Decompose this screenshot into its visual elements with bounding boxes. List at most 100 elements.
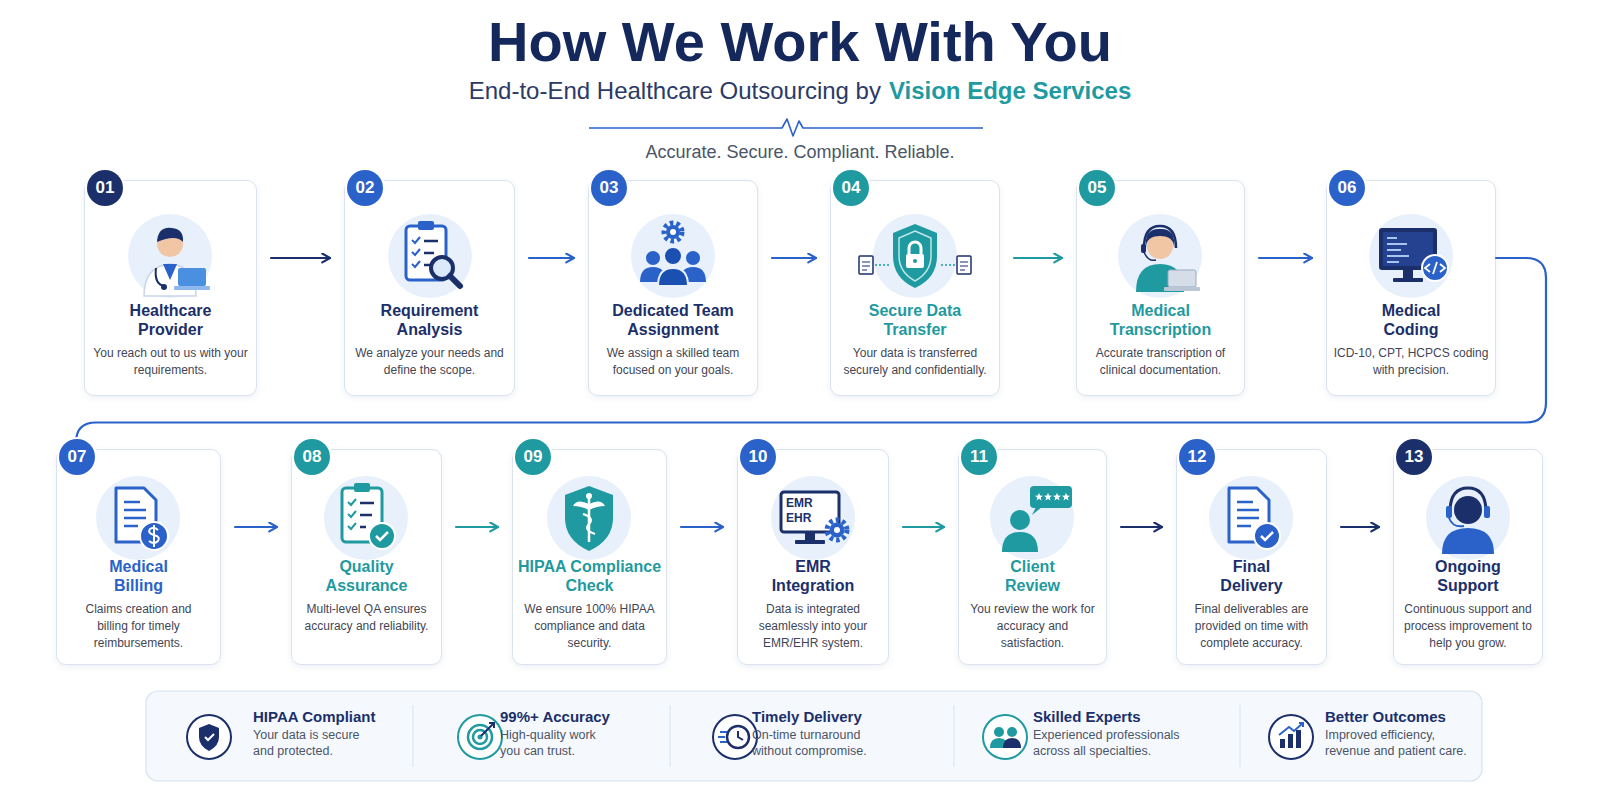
feature-band bbox=[146, 691, 1482, 781]
step-description: Your data is transferred securely and co… bbox=[836, 345, 994, 379]
step-heading: Quality Assurance bbox=[313, 557, 421, 595]
icon-part bbox=[1280, 739, 1285, 748]
flow-arrow bbox=[456, 526, 498, 528]
icon-part bbox=[960, 262, 968, 270]
heartbeat-divider bbox=[589, 119, 983, 136]
icon-part bbox=[913, 259, 917, 263]
process-box: Medical CodingICD-10, CPT, HCPCS coding … bbox=[1326, 180, 1496, 396]
icon-part bbox=[128, 214, 212, 298]
diagram-title: How We Work With You bbox=[0, 10, 1600, 74]
callout-number: 11 bbox=[961, 439, 997, 475]
icon-part bbox=[795, 540, 825, 544]
flow-arrow bbox=[681, 526, 723, 528]
icon-part bbox=[149, 525, 159, 547]
step-description: Data is integrated seamlessly into your … bbox=[743, 601, 883, 652]
process-box: EMR IntegrationData is integrated seamle… bbox=[737, 449, 889, 665]
icon-part bbox=[360, 503, 374, 527]
icon-part bbox=[1425, 262, 1445, 274]
icon-part bbox=[859, 256, 873, 274]
icon-part bbox=[1062, 493, 1070, 501]
feature-heading: Better Outcomes bbox=[1325, 708, 1495, 726]
client-review-icon bbox=[990, 476, 1074, 560]
flow-arrow bbox=[903, 526, 944, 528]
icon-part bbox=[1296, 730, 1301, 748]
quality-icon bbox=[324, 476, 408, 560]
step-description: We ensure 100% HIPAA compliance and data… bbox=[516, 601, 664, 652]
icon-part bbox=[342, 488, 382, 542]
step-description: You review the work for accuracy and sat… bbox=[965, 601, 1101, 652]
icon-part bbox=[589, 119, 983, 136]
flow-arrow bbox=[76, 258, 1546, 449]
process-box: HIPAA Compliance CheckWe ensure 100% HIP… bbox=[512, 449, 667, 665]
flow-arrow bbox=[1014, 257, 1062, 259]
icon-part bbox=[1164, 287, 1200, 291]
icon-part bbox=[431, 257, 453, 279]
icon-part bbox=[406, 226, 446, 280]
icon-part bbox=[144, 264, 196, 296]
icon-part bbox=[586, 493, 592, 499]
step-heading: Healthcare Provider bbox=[116, 301, 226, 339]
icon-part bbox=[1035, 493, 1043, 501]
icon-part bbox=[174, 286, 210, 290]
callout-number: 08 bbox=[294, 439, 330, 475]
icon-part bbox=[583, 514, 595, 534]
code-monitor-icon bbox=[1369, 214, 1453, 298]
icon-part bbox=[146, 691, 1482, 781]
icon-part bbox=[670, 229, 676, 235]
icon-part bbox=[473, 730, 487, 744]
icon-part bbox=[199, 724, 219, 751]
icon-part bbox=[369, 523, 395, 549]
icon-part bbox=[573, 501, 605, 510]
flow-arrow bbox=[772, 257, 816, 259]
process-box: Secure Data TransferYour data is transfe… bbox=[830, 180, 1000, 396]
step-heading: Ongoing Support bbox=[1414, 557, 1522, 595]
icon-part bbox=[458, 715, 502, 759]
icon-part bbox=[875, 264, 955, 266]
icon-part bbox=[1426, 476, 1510, 560]
icon-part bbox=[1393, 278, 1423, 282]
icon-part bbox=[205, 734, 214, 740]
icon-part bbox=[1446, 506, 1452, 518]
icon-part bbox=[1168, 270, 1196, 287]
icon-part bbox=[805, 532, 815, 540]
icon-part bbox=[834, 527, 840, 533]
icon-part bbox=[1269, 715, 1313, 759]
step-heading: Final Delivery bbox=[1206, 557, 1298, 595]
icon-part bbox=[1144, 252, 1156, 260]
icon-part bbox=[827, 520, 847, 540]
subtitle-text: End-to-End Healthcare Outsourcing by bbox=[469, 77, 881, 104]
icon-part bbox=[547, 476, 631, 560]
icon-part bbox=[646, 251, 660, 265]
callout-number: 04 bbox=[833, 170, 869, 206]
flow-arrow bbox=[1341, 526, 1379, 528]
icon-part bbox=[1454, 496, 1482, 524]
icon-part bbox=[424, 241, 438, 265]
icon-part bbox=[481, 723, 494, 736]
icon-part bbox=[781, 492, 839, 532]
step-heading: Client Review bbox=[987, 557, 1079, 595]
step-description: We analyze your needs and define the sco… bbox=[352, 345, 508, 379]
icon-part bbox=[1010, 510, 1030, 530]
icon-part bbox=[324, 476, 408, 560]
icon-part bbox=[124, 502, 146, 526]
icon-part bbox=[909, 242, 921, 254]
feature-text: Improved efficiency, revenue and patient… bbox=[1325, 727, 1475, 759]
icon-part bbox=[161, 284, 167, 290]
process-box: Client ReviewYou review the work for acc… bbox=[958, 449, 1107, 665]
screen-label: EHR bbox=[786, 511, 811, 525]
icon-part bbox=[1379, 228, 1437, 270]
icon-part bbox=[1422, 255, 1448, 281]
icon-part bbox=[156, 268, 164, 286]
icon-part bbox=[1209, 476, 1293, 560]
icon-part bbox=[1442, 528, 1494, 554]
icon-part bbox=[713, 715, 757, 759]
icon-part bbox=[640, 267, 666, 282]
icon-part bbox=[412, 237, 420, 267]
icon-part bbox=[830, 523, 845, 538]
icon-part bbox=[1254, 523, 1280, 549]
flow-arrow bbox=[1259, 257, 1312, 259]
icon-part bbox=[478, 735, 483, 740]
feature-text: Your data is secure and protected. bbox=[253, 727, 373, 759]
icon-part bbox=[1403, 270, 1413, 278]
support-agent-icon bbox=[1426, 476, 1510, 560]
